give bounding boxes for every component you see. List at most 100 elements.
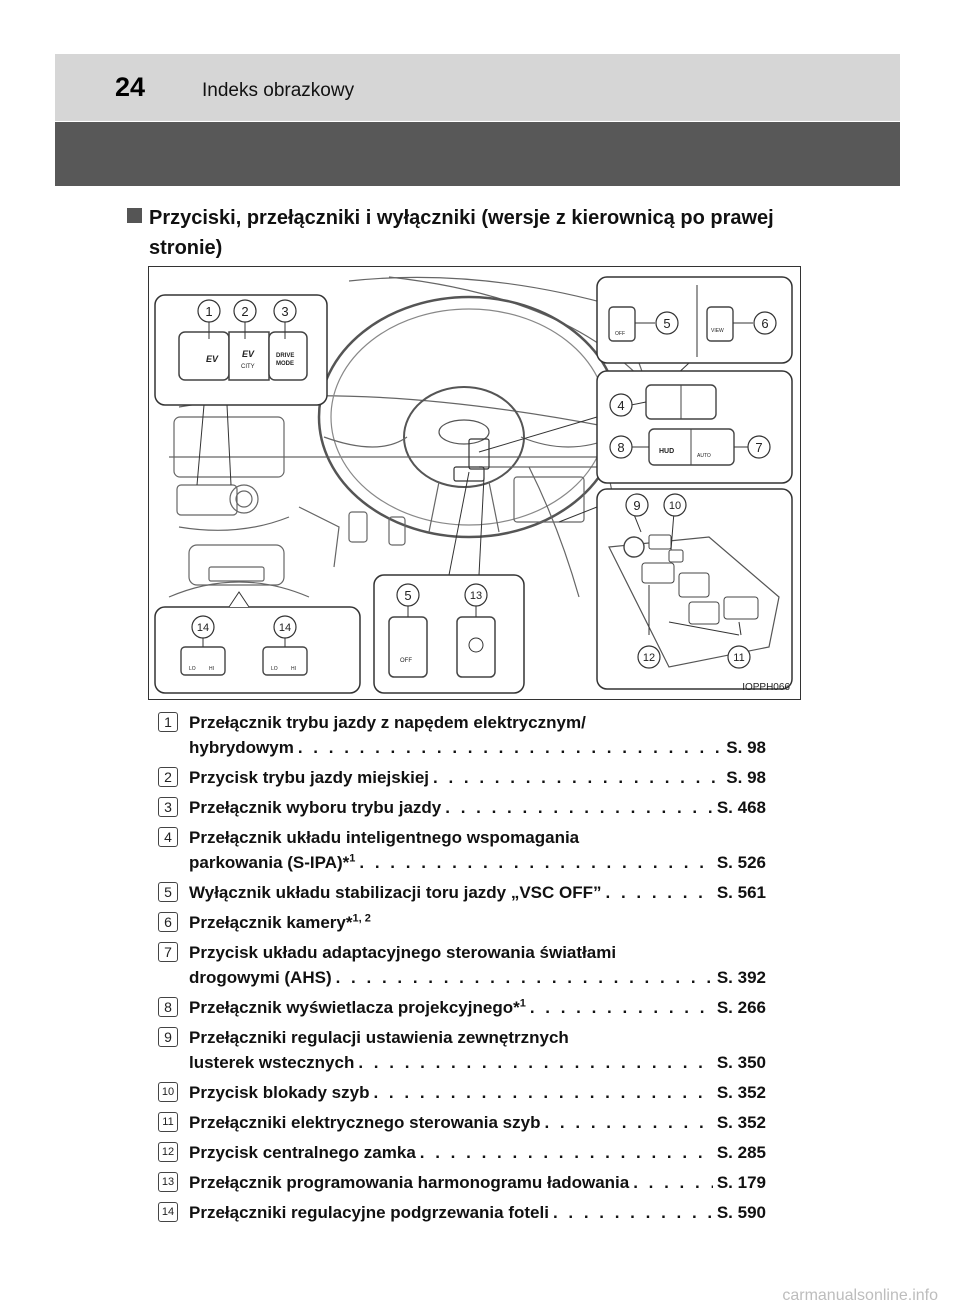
item-label-line: Przełącznik układu inteligentnego wspoma…	[189, 828, 580, 847]
item-label-row: Przełącznik kamery*1, 2	[189, 910, 766, 935]
item-label: Przełącznik układu inteligentnego wspoma…	[189, 825, 766, 875]
item-number: 10	[158, 1082, 178, 1102]
item-label-row: Przycisk blokady szyb S. 352	[189, 1080, 766, 1105]
page-reference[interactable]: S. 590	[716, 1203, 766, 1222]
item-label: Przełącznik wyświetlacza projekcyjnego*1…	[189, 995, 766, 1020]
callouts: 1 2 3 5 6 4 8 7 9 10 12 11 5 13 14 14	[191, 299, 777, 669]
svg-text:5: 5	[404, 588, 411, 603]
item-label-row: lusterek wstecznych S. 350	[189, 1050, 766, 1075]
svg-text:LO: LO	[271, 666, 278, 672]
page-reference[interactable]: S. 561	[716, 883, 766, 902]
page-reference[interactable]: S. 468	[716, 798, 766, 817]
item-label: Przełącznik trybu jazdy z napędem elektr…	[189, 710, 766, 760]
item-label: Przełączniki regulacyjne podgrzewania fo…	[189, 1200, 766, 1225]
callout-5a: 5	[655, 311, 679, 335]
item-text: Przycisk blokady szyb	[189, 1080, 369, 1105]
item-footnote: 1	[519, 997, 526, 1010]
item-label-row: Przełącznik programowania harmonogramu ł…	[189, 1170, 766, 1195]
leader-dots	[359, 850, 712, 875]
callout-11: 11	[727, 645, 751, 669]
page-reference[interactable]: S. 285	[716, 1143, 766, 1162]
item-label: Wyłącznik układu stabilizacji toru jazdy…	[189, 880, 766, 905]
svg-text:7: 7	[755, 440, 762, 455]
page-reference[interactable]: S. 350	[716, 1053, 766, 1072]
callout-4: 4	[609, 393, 633, 417]
leader-dots	[633, 1170, 713, 1195]
item-label-row: Wyłącznik układu stabilizacji toru jazdy…	[189, 880, 766, 905]
figure-code: IOPPH066	[742, 682, 790, 693]
item-number: 9	[158, 1027, 178, 1047]
svg-text:10: 10	[669, 500, 681, 512]
item-label: Przełącznik kamery*1, 2	[189, 910, 766, 935]
svg-text:HI: HI	[209, 666, 214, 672]
item-text-main: lusterek wstecznych	[189, 1053, 355, 1072]
item-text-main: parkowania (S-IPA)*	[189, 853, 350, 872]
leader-dots	[433, 765, 722, 790]
item-text-main: hybrydowym	[189, 738, 294, 757]
item-text-main: Wyłącznik układu stabilizacji toru jazdy…	[189, 883, 602, 902]
header-band	[55, 122, 900, 186]
item-text-main: Przełącznik kamery*	[189, 913, 353, 932]
svg-text:4: 4	[617, 398, 624, 413]
inset-vsc-charge: OFF	[373, 471, 525, 694]
item-label-row: hybrydowym S. 98	[189, 735, 766, 760]
svg-text:14: 14	[197, 622, 209, 634]
header-title: Indeks obrazkowy	[202, 80, 355, 101]
callout-14b: 14	[273, 615, 297, 639]
callout-5b: 5	[396, 583, 420, 607]
page-reference[interactable]: S. 179	[716, 1173, 766, 1192]
item-label-row: drogowymi (AHS)S. 392	[189, 965, 766, 990]
svg-text:14: 14	[279, 622, 291, 634]
item-number: 12	[158, 1142, 178, 1162]
svg-text:9: 9	[633, 498, 640, 513]
item-number: 2	[158, 767, 178, 787]
item-label: Przycisk układu adaptacyjnego sterowania…	[189, 940, 766, 990]
item-label-row: Przełącznik wyboru trybu jazdy S. 468	[189, 795, 766, 820]
svg-text:DRIVE: DRIVE	[276, 353, 294, 359]
page-reference[interactable]: S. 352	[716, 1083, 766, 1102]
item-label: Przełącznik wyboru trybu jazdy S. 468	[189, 795, 766, 820]
leader-dots	[544, 1110, 712, 1135]
item-label: Przełączniki elektrycznego sterowania sz…	[189, 1110, 766, 1135]
item-text-main: Przełącznik programowania harmonogramu ł…	[189, 1173, 630, 1192]
section-marker-icon	[127, 208, 142, 223]
svg-text:EV: EV	[206, 354, 219, 364]
item-text-main: Przełączniki regulacyjne podgrzewania fo…	[189, 1203, 549, 1222]
leader-dots	[445, 795, 713, 820]
item-number: 7	[158, 942, 178, 962]
page-reference[interactable]: S. 526	[716, 853, 766, 872]
item-label: Przycisk trybu jazdy miejskiej S. 98	[189, 765, 766, 790]
page-header: 24 Indeks obrazkowy	[55, 54, 900, 121]
svg-text:MODE: MODE	[276, 361, 294, 367]
item-number: 3	[158, 797, 178, 817]
item-label: Przycisk blokady szyb S. 352	[189, 1080, 766, 1105]
callout-6: 6	[753, 311, 777, 335]
dashboard-figure: EV EV CITY DRIVE MODE OFF VIEW	[148, 266, 801, 700]
page-reference[interactable]: S. 98	[726, 738, 766, 757]
leader-dots	[373, 1080, 712, 1105]
item-text-main: Przełącznik wyświetlacza projekcyjnego*	[189, 998, 520, 1017]
svg-text:3: 3	[281, 304, 288, 319]
callout-3: 3	[273, 299, 297, 323]
svg-text:EV: EV	[242, 349, 255, 359]
page-reference[interactable]: S. 392	[716, 968, 766, 987]
svg-text:OFF: OFF	[400, 658, 412, 664]
item-text: Wyłącznik układu stabilizacji toru jazdy…	[189, 880, 602, 905]
callout-10: 10	[663, 493, 687, 517]
item-label-line: Przycisk układu adaptacyjnego sterowania…	[189, 943, 617, 962]
page-reference[interactable]: S. 266	[716, 998, 766, 1017]
page-reference[interactable]: S. 98	[726, 768, 766, 787]
item-number: 11	[158, 1112, 178, 1132]
svg-text:CITY: CITY	[241, 364, 255, 370]
svg-text:11: 11	[733, 652, 744, 664]
svg-text:5: 5	[663, 316, 670, 331]
item-text-main: Przełącznik wyboru trybu jazdy	[189, 798, 442, 817]
item-label: Przycisk centralnego zamkaS. 285	[189, 1140, 766, 1165]
callout-14a: 14	[191, 615, 215, 639]
item-number: 8	[158, 997, 178, 1017]
page-reference[interactable]: S. 352	[716, 1113, 766, 1132]
item-text: Przełącznik wyświetlacza projekcyjnego*1	[189, 995, 526, 1020]
item-text-main: Przycisk trybu jazdy miejskiej	[189, 768, 430, 787]
svg-text:8: 8	[617, 440, 624, 455]
item-number: 5	[158, 882, 178, 902]
